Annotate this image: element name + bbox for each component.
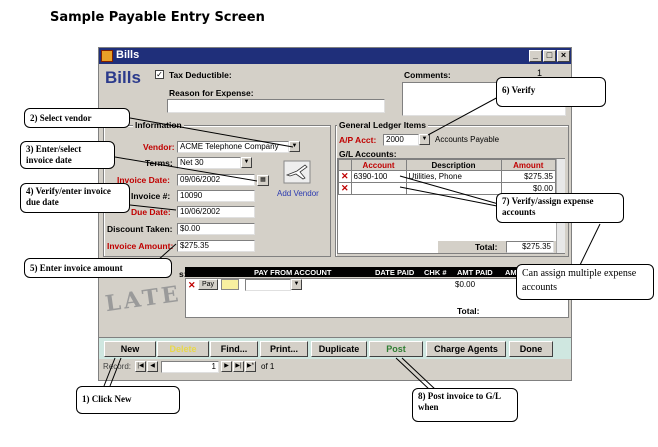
invoice-number-label: Invoice #: [131, 191, 171, 201]
callout-verify: 6) Verify [496, 77, 606, 107]
terms-dropdown-icon[interactable]: ▼ [241, 157, 252, 168]
gl-amount-cell[interactable]: $275.35 [500, 170, 557, 183]
vendor-info-title: Information [133, 120, 184, 130]
window-title: Bills [116, 49, 140, 61]
airplane-icon[interactable] [283, 160, 311, 184]
vendor-label: Vendor: [143, 142, 175, 152]
app-icon [101, 50, 113, 62]
find-button[interactable]: Find... [210, 341, 258, 357]
gl-description-cell[interactable] [405, 182, 502, 195]
callout-select-vendor: 2) Select vendor [24, 108, 130, 128]
gl-accounts-label: G/L Accounts: [339, 149, 397, 159]
minimize-button[interactable]: _ [529, 50, 542, 62]
add-vendor-link[interactable]: Add Vendor [277, 189, 319, 198]
gl-selector-header [338, 159, 352, 171]
terms-select[interactable]: Net 30 [177, 157, 241, 169]
ap-acct-select[interactable]: 2000 [383, 134, 419, 146]
invoice-amount-label: Invoice Amount: [107, 241, 174, 251]
record-nav-label: Record: [103, 362, 132, 371]
page-title: Sample Payable Entry Screen [50, 10, 265, 25]
gl-account-cell[interactable] [350, 182, 407, 195]
gl-col-description: Description [405, 159, 502, 171]
button-bar: New Delete Find... Print... Duplicate Po… [99, 337, 571, 359]
done-button[interactable]: Done [509, 341, 553, 357]
invoice-number-input[interactable]: 10090 [177, 190, 255, 202]
table-row[interactable]: ✕ 6390-100 Utilities, Phone $275.35 [338, 170, 557, 183]
invoice-amount-input[interactable]: $275.35 [177, 240, 255, 252]
gl-col-amount: Amount [500, 159, 557, 171]
payments-label: s: [179, 269, 187, 279]
reason-input[interactable] [167, 99, 385, 113]
maximize-button[interactable]: □ [543, 50, 556, 62]
delete-row-icon[interactable]: ✕ [338, 170, 352, 183]
ap-acct-description: Accounts Payable [435, 135, 500, 144]
new-record-icon[interactable]: ▶* [245, 361, 256, 372]
payments-total-label: Total: [457, 306, 480, 316]
delete-payment-icon[interactable]: ✕ [188, 280, 196, 290]
late-stamp: LATE [103, 280, 183, 318]
gl-col-account: Account [350, 159, 407, 171]
gl-total-value: $275.35 [506, 241, 554, 253]
new-button[interactable]: New [104, 341, 156, 357]
last-record-icon[interactable]: ▶| [233, 361, 244, 372]
post-button[interactable]: Post [369, 341, 423, 357]
tax-deductible-checkbox[interactable]: ✓ [155, 70, 164, 79]
amt-paid-value[interactable]: $0.00 [455, 280, 476, 289]
callout-invoice-date: 3) Enter/select invoice date [20, 141, 115, 169]
due-date-input[interactable]: 10/06/2002 [177, 206, 255, 218]
tax-deductible-label: Tax Deductible: [169, 70, 232, 80]
due-date-label: Due Date: [131, 207, 171, 217]
ap-acct-dropdown-icon[interactable]: ▼ [419, 134, 430, 145]
first-record-icon[interactable]: |◀ [135, 361, 146, 372]
previous-record-icon[interactable]: ◀ [147, 361, 158, 372]
next-record-icon[interactable]: ▶ [221, 361, 232, 372]
delete-button[interactable]: Delete [157, 341, 209, 357]
gl-total-label: Total: [475, 242, 498, 252]
payments-header [185, 267, 569, 277]
vendor-dropdown-icon[interactable]: ▼ [289, 141, 300, 152]
callout-post-invoice: 8) Post invoice to G/L when [412, 388, 518, 422]
duplicate-button[interactable]: Duplicate [311, 341, 367, 357]
record-number: 1 [537, 68, 543, 78]
gl-description-cell[interactable]: Utilities, Phone [405, 170, 502, 183]
close-button[interactable]: × [557, 50, 570, 62]
gl-items-title: General Ledger Items [337, 120, 428, 130]
pay-col-account: PAY FROM ACCOUNT [254, 268, 332, 277]
calendar-icon[interactable]: ▦ [257, 175, 269, 186]
check-register-icon[interactable] [221, 279, 239, 290]
record-count: of 1 [261, 362, 275, 371]
vendor-select[interactable]: ACME Telephone Company [177, 141, 289, 153]
charge-agents-button[interactable]: Charge Agents [426, 341, 506, 357]
pay-col-amt: AMT [505, 268, 522, 277]
callout-expense-accounts: 7) Verify/assign expense accounts [496, 193, 624, 223]
pay-from-account-select[interactable] [245, 279, 291, 291]
pay-col-date: DATE PAID [375, 268, 415, 277]
delete-row-icon[interactable]: ✕ [338, 182, 352, 195]
comments-label: Comments: [404, 70, 451, 80]
callout-click-new: 1) Click New [76, 386, 180, 414]
ap-acct-label: A/P Acct: [339, 135, 377, 145]
print-button[interactable]: Print... [260, 341, 308, 357]
pay-col-amount: AMT PAID [457, 268, 493, 277]
terms-label: Terms: [145, 158, 173, 168]
callout-invoice-amount: 5) Enter invoice amount [24, 258, 172, 278]
pay-button[interactable]: Pay [198, 279, 218, 290]
callout-due-date: 4) Verify/enter invoice due date [20, 183, 130, 213]
gl-account-cell[interactable]: 6390-100 [350, 170, 407, 183]
title-bar: Bills _ □ × [99, 48, 571, 64]
invoice-date-input[interactable]: 09/06/2002 [177, 174, 255, 186]
callout-multiple-accounts: Can assign multiple expense accounts [516, 264, 654, 300]
reason-label: Reason for Expense: [169, 88, 254, 98]
pay-account-dropdown-icon[interactable]: ▼ [291, 279, 302, 290]
discount-input[interactable]: $0.00 [177, 223, 255, 235]
discount-label: Discount Taken: [107, 224, 173, 234]
payments-grid [185, 278, 569, 318]
pay-col-check: CHK # [424, 268, 447, 277]
bills-heading: Bills [105, 68, 141, 87]
record-number-input[interactable]: 1 [161, 361, 219, 373]
